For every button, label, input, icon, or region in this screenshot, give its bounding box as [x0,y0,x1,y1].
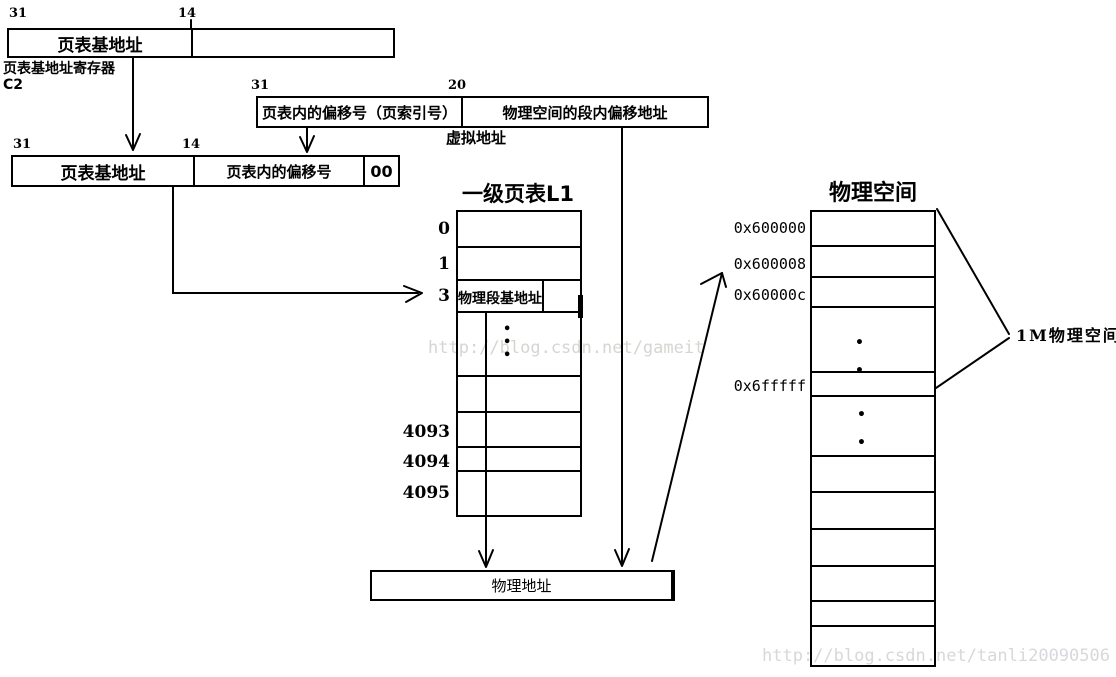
phys-table [810,210,936,667]
l1-row-line [456,446,582,448]
l1-row-line [456,246,582,248]
l1-row-line [456,311,582,313]
arrowhead-vaddr-to-reg2 [299,135,315,153]
l1-row-label-3: 3 [438,286,450,306]
reg2-field-page-offset: 页表内的偏移号 [226,162,332,181]
arrowhead-paddr-to-phys [700,272,727,288]
l1-row-line [456,375,582,377]
reg2-bit31-label: 31 [13,137,32,152]
arrowhead-offset-to-paddr [614,548,630,567]
l1-ellipsis-dots: • • • [503,322,512,363]
l1-entry3-edge-mark [578,295,583,318]
phys-row-line [810,565,936,567]
reg1-bit31-label: 31 [9,6,28,21]
reg1-caption-c2: C2 [3,77,24,93]
vaddr-box: 页表内的偏移号（页索引号） 物理空间的段内偏移地址 [256,96,709,128]
phys-row-line [810,306,936,308]
l1-row-label-1: 1 [438,254,450,274]
phys-table-title: 物理空间 [828,181,917,206]
l1-table [456,210,582,517]
reg2-field-base-address: 页表基地址 [60,163,146,184]
l1-row-line [456,411,582,413]
arrowhead-l1-to-paddr [478,549,494,568]
phys-1m-region-label: 1M物理空间 [1016,326,1116,345]
phys-ellipsis-dots-a: • • [855,335,864,379]
phys-row-line [810,491,936,493]
arrowhead-reg1-to-reg2 [125,133,141,151]
watermark-top: http://blog.csdn.net/gameit [428,338,705,358]
reg2-box: 页表基地址 页表内的偏移号 00 [11,155,400,187]
reg1-caption: 页表基地址寄存器 [3,61,115,77]
vaddr-divider [461,98,463,126]
l1-row-line [456,470,582,472]
phys-row-line [810,276,936,278]
phys-row-line [810,625,936,627]
phys-addr-label-0x6fffff: 0x6fffff [733,377,806,395]
reg1-box: 页表基地址 [7,28,395,58]
paddr-box: 物理地址 [370,570,675,601]
arrow-paddr-to-phys [651,272,723,562]
watermark-bottom: http://blog.csdn.net/tanli20090506 [762,646,1110,666]
vaddr-field-segment-offset: 物理空间的段内偏移地址 [502,103,668,122]
phys-addr-label-0x600000: 0x600000 [733,219,806,237]
reg1-divider [191,30,193,56]
reg2-field-00: 00 [370,161,393,181]
line-reg2-to-l1 [172,186,419,294]
reg2-bit14-label: 14 [182,137,201,152]
phys-row-line [810,528,936,530]
phys-addr-label-0x600008: 0x600008 [733,255,806,273]
vaddr-field-page-index: 页表内的偏移号（页索引号） [261,103,457,122]
phys-row-line [810,245,936,247]
reg1-field-base-address: 页表基地址 [57,35,143,56]
reg2-divider-2 [363,157,365,185]
l1-table-title: 一级页表L1 [462,182,574,206]
vaddr-caption: 虚拟地址 [446,129,507,147]
phys-row-line [810,600,936,602]
l1-row-line [456,279,582,281]
reg2-divider-1 [193,157,195,185]
phys-row-line [810,395,936,397]
l1-entry3-value: 物理段基地址 [458,291,542,307]
phys-row-line [810,371,936,373]
vaddr-bit20-label: 20 [448,78,467,93]
phys-addr-label-0x60000c: 0x60000c [733,286,806,304]
vaddr-bit31-label: 31 [251,78,270,93]
reg1-bit14-label: 14 [178,6,197,21]
l1-row-label-4093: 4093 [402,422,450,442]
l1-row-label-4094: 4094 [402,452,450,472]
phys-row-line [810,455,936,457]
l1-row-label-4095: 4095 [402,483,450,503]
phys-ellipsis-dots-b: • • [857,407,866,451]
l1-entry3-subdivider [542,281,544,311]
brace-1m-region [935,208,1010,389]
paddr-label: 物理地址 [491,577,552,595]
l1-row-label-0: 0 [438,219,450,239]
